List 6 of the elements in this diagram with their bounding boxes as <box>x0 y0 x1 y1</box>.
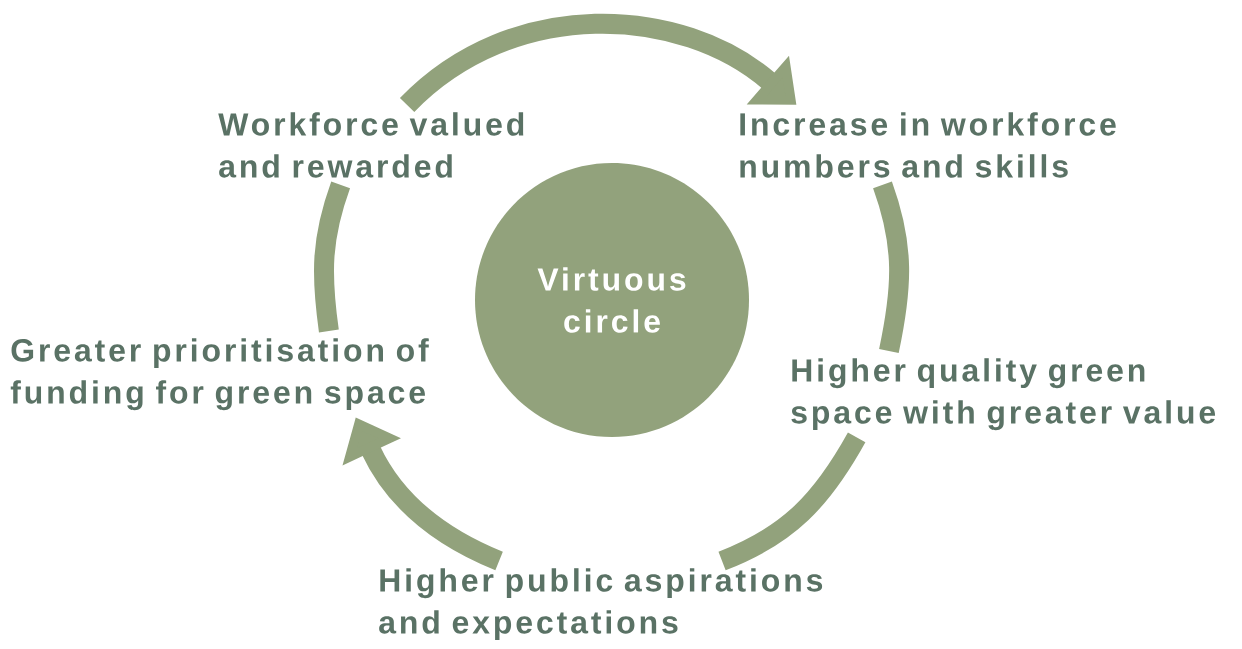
step-label: Greater prioritisation of funding for green space <box>10 338 429 411</box>
step-label: Higher quality green space with greater value <box>791 358 1216 431</box>
arc-connector <box>718 432 866 571</box>
arc-connector <box>873 181 910 353</box>
step-label: Higher public aspirations and expectations <box>379 568 823 640</box>
arc-connector <box>314 181 351 333</box>
